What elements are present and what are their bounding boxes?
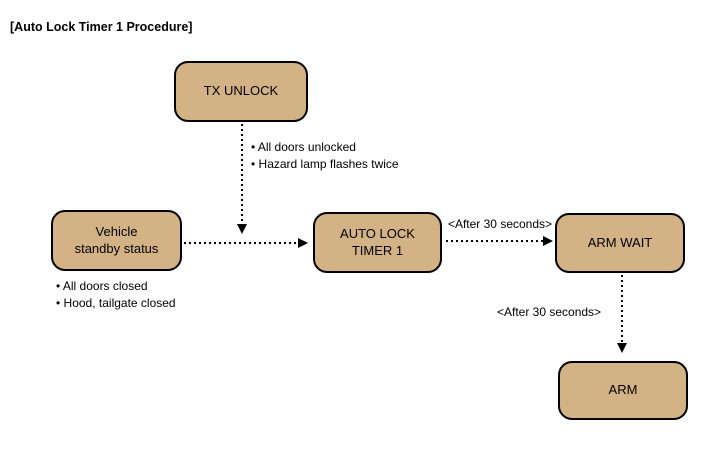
note-all-doors-closed: • All doors closed xyxy=(56,279,148,293)
node-arm-label: ARM xyxy=(608,382,638,398)
arrow-line-vehicle-to-timer xyxy=(184,242,299,244)
note-all-doors-unlocked: • All doors unlocked xyxy=(251,140,356,154)
diagram-title: [Auto Lock Timer 1 Procedure] xyxy=(10,20,193,34)
vehicle-standby-notes: • All doors closed • Hood, tailgate clos… xyxy=(56,278,176,312)
arrow-line-timer-to-arm-wait xyxy=(446,240,544,242)
arrowhead-down-icon xyxy=(617,343,627,353)
edge-label-after-30-seconds-2: <After 30 seconds> xyxy=(497,305,602,319)
arrow-line-tx-unlock-down xyxy=(241,124,243,225)
node-auto-lock-timer-label-line2: TIMER 1 xyxy=(351,242,404,258)
tx-unlock-notes: • All doors unlocked • Hazard lamp flash… xyxy=(251,139,399,173)
arrowhead-right-icon xyxy=(543,236,553,246)
note-hazard-lamp-flashes-twice: • Hazard lamp flashes twice xyxy=(251,157,399,171)
node-vehicle-standby-label-line2: standby status xyxy=(74,240,159,256)
arrowhead-down-icon xyxy=(237,224,247,234)
arrowhead-right-icon xyxy=(298,238,308,248)
note-hood-tailgate-closed: • Hood, tailgate closed xyxy=(56,296,176,310)
node-arm-wait-label: ARM WAIT xyxy=(587,234,653,250)
node-arm-wait: ARM WAIT xyxy=(555,213,685,273)
node-vehicle-standby-label-line1: Vehicle xyxy=(95,223,138,239)
node-auto-lock-timer-label-line1: AUTO LOCK xyxy=(340,225,415,241)
node-tx-unlock-label: TX UNLOCK xyxy=(203,83,279,99)
arrow-line-arm-wait-to-arm xyxy=(621,275,623,343)
node-arm: ARM xyxy=(558,361,688,420)
node-tx-unlock: TX UNLOCK xyxy=(174,61,308,122)
edge-label-after-30-seconds-1: <After 30 seconds> xyxy=(447,217,553,231)
